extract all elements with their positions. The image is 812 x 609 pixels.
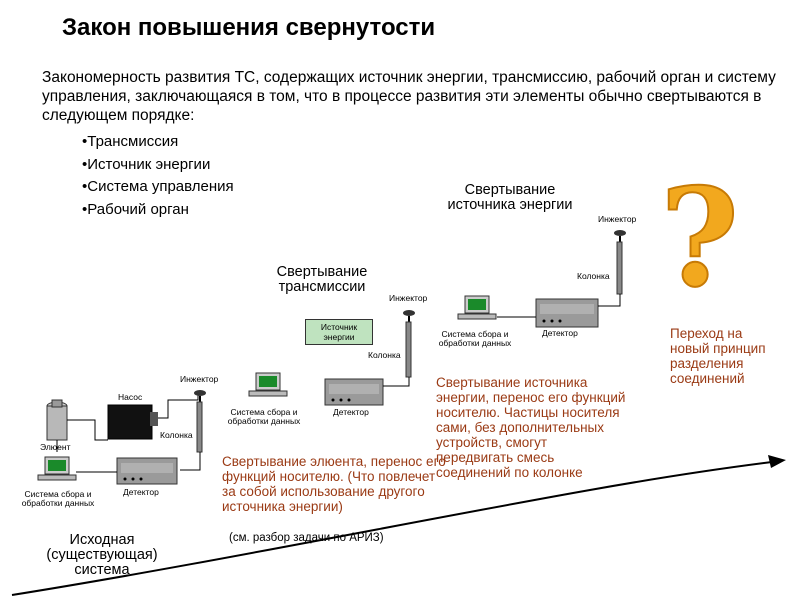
injector-label: Инжектор: [598, 214, 637, 224]
energy-note: Свертывание источника энергии, перенос е…: [436, 375, 626, 480]
detector-icon: [535, 298, 599, 328]
injector-label: Инжектор: [180, 374, 219, 384]
detector-icon: [116, 457, 178, 485]
daq-label: Система сбора и обработки данных: [21, 489, 95, 508]
energy-stage-title: Свертывание источника энергии: [447, 182, 573, 213]
detector-label: Детектор: [123, 487, 159, 497]
computer-icon: [37, 456, 77, 481]
daq-label: Система сбора и обработки данных: [438, 329, 512, 348]
eluent-bottle-icon: [46, 399, 68, 441]
base-stage-title: Исходная (существующая) система: [46, 532, 158, 578]
detector-label: Детектор: [333, 407, 369, 417]
bullet-list: Трансмиссия Источник энергии Система упр…: [82, 131, 234, 222]
pump-label: Насос: [118, 392, 143, 402]
transmission-stage-title: Свертывание трансмиссии: [276, 264, 368, 295]
computer-icon: [248, 372, 288, 397]
eluent-label: Элюент: [40, 442, 71, 452]
detector-icon: [324, 378, 384, 406]
column-icon: [405, 321, 412, 378]
column-label: Колонка: [160, 430, 193, 440]
column-label: Колонка: [577, 271, 610, 281]
transmission-note: Свертывание элюента, перенос его функций…: [222, 454, 446, 514]
injector-label: Инжектор: [389, 293, 428, 303]
ariz-note: (см. разбор задачи по АРИЗ): [229, 532, 384, 544]
future-note: Переход на новый принцип разделения соед…: [670, 326, 766, 386]
bullet-item: Система управления: [82, 176, 233, 199]
bullet-item: Трансмиссия: [82, 131, 234, 154]
computer-icon: [457, 295, 497, 320]
pump-icon: [107, 404, 158, 440]
injector-icon: [194, 390, 206, 402]
column-icon: [196, 401, 203, 453]
curve-arrowhead: [768, 455, 786, 468]
question-mark-icon: ?: [660, 158, 739, 317]
injector-icon: [614, 230, 626, 242]
bullet-item: Источник энергии: [82, 154, 234, 177]
column-label: Колонка: [368, 350, 401, 360]
column-icon: [616, 241, 623, 295]
intro-text: Закономерность развития ТС, содержащих и…: [42, 69, 776, 124]
detector-label: Детектор: [542, 328, 578, 338]
evolution-curve: [11, 461, 773, 596]
injector-icon: [403, 310, 415, 322]
slide-title: Закон повышения свернутости: [62, 14, 436, 41]
energy-source-box: Источник энергии: [305, 319, 373, 345]
daq-label: Система сбора и обработки данных: [227, 407, 301, 426]
bullet-item: Рабочий орган: [82, 199, 234, 222]
